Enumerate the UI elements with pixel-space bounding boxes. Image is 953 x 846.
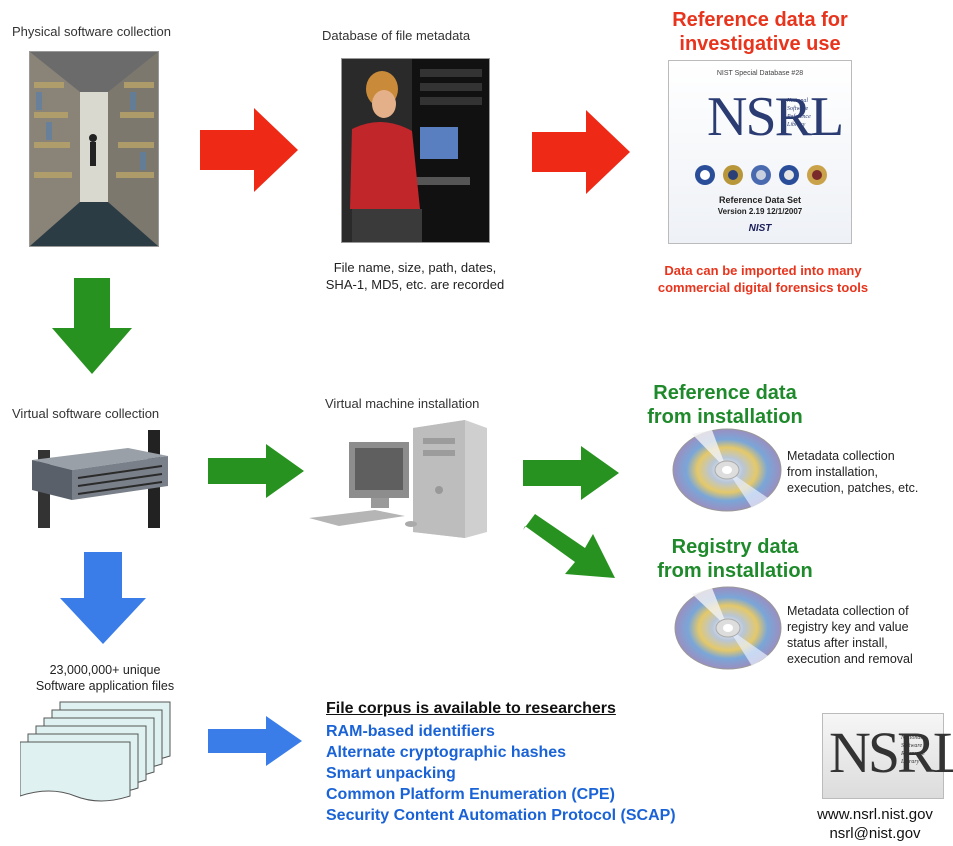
files-label: 23,000,000+ unique Software application … [10,662,200,694]
cover-set-label: Reference Data Set [718,195,802,205]
database-photo [341,58,490,243]
ref-install-desc-line: execution, patches, etc. [787,481,919,495]
registry-desc-line: Metadata collection of [787,604,909,618]
reference-title: Reference data for investigative use [630,8,890,56]
physical-collection-label: Physical software collection [12,24,171,39]
green-arrow-down [52,278,132,374]
corpus-item: Smart unpacking [326,765,456,782]
nsrl-logo-icon: NSRL [707,86,844,148]
red-arrow-right [200,108,298,192]
blue-arrow-down [60,552,146,644]
registry-desc-line: status after install, [787,636,888,650]
library-photo [29,51,159,247]
registry-desc-line: registry key and value [787,620,909,634]
ref-install-title: Reference data from installation [630,381,820,429]
database-label: Database of file metadata [322,28,471,43]
logo-side-line: National [787,98,809,104]
ref-install-desc-line: from installation, [787,465,879,479]
ref-install-title-line: Reference data [653,382,797,404]
logo-side-line: Library [787,122,806,128]
nsrl-cover: NIST Special Database #28 NSRL National … [668,60,852,244]
server-rack-icon [32,430,168,528]
website-link[interactable]: www.nsrl.nist.gov [817,806,933,823]
reference-title-line: investigative use [679,33,841,55]
green-arrow-diagonal [523,514,615,578]
registry-desc: Metadata collection of registry key and … [787,603,913,667]
registry-title: Registry data from installation [640,535,830,583]
green-arrow-right [208,444,304,498]
logo-side-line: Software [787,106,809,112]
red-arrow-right [532,110,630,194]
reference-subtitle-line: commercial digital forensics tools [657,280,869,295]
logo-side-line: National [901,735,923,741]
ref-install-desc-line: Metadata collection [787,449,895,463]
green-arrow-right [523,446,619,500]
email-link[interactable]: nsrl@nist.gov [829,825,921,842]
cover-top-text: NIST Special Database #28 [716,70,804,77]
blue-arrow-right [208,716,302,766]
database-caption-line: File name, size, path, dates, [333,260,497,275]
contact-block: www.nsrl.nist.gov nsrl@nist.gov [795,805,953,843]
virtual-collection-label: Virtual software collection [12,406,160,421]
files-label-line: Software application files [35,679,175,693]
logo-side-line: Library [901,759,920,765]
registry-title-line: Registry data [671,536,799,558]
logo-side-text: National Software Reference Library [901,734,925,766]
nsrl-logo-icon: NSRL [829,720,953,785]
ref-install-desc: Metadata collection from installation, e… [787,448,918,496]
cover-logo-side: National Software Reference Library [787,97,811,129]
ref-install-title-line: from installation [647,406,803,428]
corpus-item: Security Content Automation Protocol (SC… [326,807,676,824]
cover-version: Version 2.19 12/1/2007 [717,207,803,216]
computer-icon [309,420,487,538]
corpus-item: RAM-based identifiers [326,723,495,740]
database-caption: File name, size, path, dates, SHA-1, MD5… [300,259,530,293]
file-stack-icon [20,701,171,802]
registry-desc-line: execution and removal [787,652,913,666]
corpus-item: Common Platform Enumeration (CPE) [326,786,615,803]
vm-label: Virtual machine installation [325,396,480,411]
reference-subtitle-line: Data can be imported into many [664,263,862,278]
agency-seals-icon [695,165,827,185]
files-label-line: 23,000,000+ unique [49,663,161,677]
corpus-list: RAM-based identifiers Alternate cryptogr… [326,721,676,826]
cd-disc-icon [674,586,782,670]
logo-side-line: Reference [901,751,925,757]
corpus-item: Alternate cryptographic hashes [326,744,567,761]
nsrl-logo-box: NSRL National Software Reference Library [822,713,953,799]
nist-logo-icon: NIST [748,223,772,234]
corpus-heading: File corpus is available to researchers [326,700,616,717]
reference-subtitle: Data can be imported into many commercia… [628,262,898,296]
logo-side-line: Reference [787,114,811,120]
database-caption-line: SHA-1, MD5, etc. are recorded [325,277,505,292]
cd-disc-icon [672,428,782,512]
registry-title-line: from installation [657,560,813,582]
logo-side-line: Software [901,743,923,749]
reference-title-line: Reference data for [672,9,848,31]
